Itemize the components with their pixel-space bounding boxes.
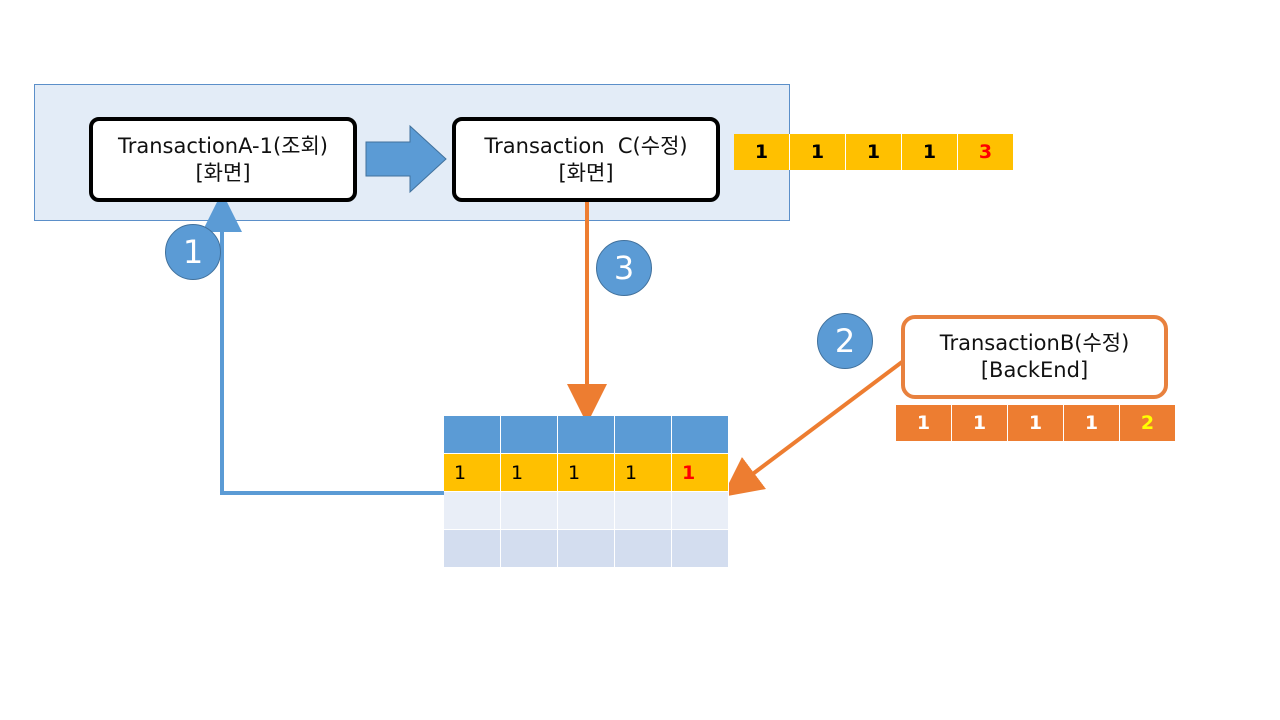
table-cell [672,530,729,568]
table-cell-changed: 1 [672,454,729,492]
table-cell [558,530,615,568]
arrow-step-2 [722,360,904,497]
value-cell: 1 [1008,405,1064,441]
transaction-a-box: TransactionA-1(조회) [화면] [89,117,357,202]
value-cell: 1 [952,405,1008,441]
table-cell [558,492,615,530]
table-row: 1 1 1 1 1 [444,454,729,492]
value-cell: 1 [734,134,790,170]
table-cell [444,492,501,530]
transaction-b-values: 1 1 1 1 2 [896,405,1176,441]
table-header-cell [444,416,501,454]
step-3-badge: 3 [596,240,652,296]
value-cell: 1 [896,405,952,441]
table-header-cell [558,416,615,454]
table-cell [501,492,558,530]
transaction-a-subtitle: [화면] [195,160,251,185]
table-cell [444,530,501,568]
value-cell: 1 [846,134,902,170]
arrow-step-1 [202,192,444,495]
table-header-cell [672,416,729,454]
table-header-row [444,416,729,454]
transaction-b-box: TransactionB(수정) [BackEnd] [901,315,1168,399]
database-table: 1 1 1 1 1 [444,416,729,568]
table-cell [672,492,729,530]
value-cell: 1 [902,134,958,170]
table-cell: 1 [558,454,615,492]
table-cell [615,492,672,530]
transaction-c-box: Transaction C(수정) [화면] [452,117,720,202]
table-cell: 1 [615,454,672,492]
table-cell [615,530,672,568]
value-cell: 1 [790,134,846,170]
table-header-cell [615,416,672,454]
transaction-c-values: 1 1 1 1 3 [734,134,1014,170]
table-row-empty [444,530,729,568]
transaction-c-title: Transaction C(수정) [484,133,688,158]
transaction-a-title: TransactionA-1(조회) [117,133,328,158]
table-cell: 1 [501,454,558,492]
step-1-badge: 1 [165,224,221,280]
table-cell: 1 [444,454,501,492]
value-cell-changed: 2 [1120,405,1176,441]
value-cell-changed: 3 [958,134,1014,170]
value-cell: 1 [1064,405,1120,441]
table-row-empty [444,492,729,530]
step-2-badge: 2 [817,313,873,369]
transaction-c-subtitle: [화면] [558,160,614,185]
transaction-b-title: TransactionB(수정) [939,331,1130,355]
table-cell [501,530,558,568]
table-header-cell [501,416,558,454]
transaction-b-subtitle: [BackEnd] [980,358,1089,382]
